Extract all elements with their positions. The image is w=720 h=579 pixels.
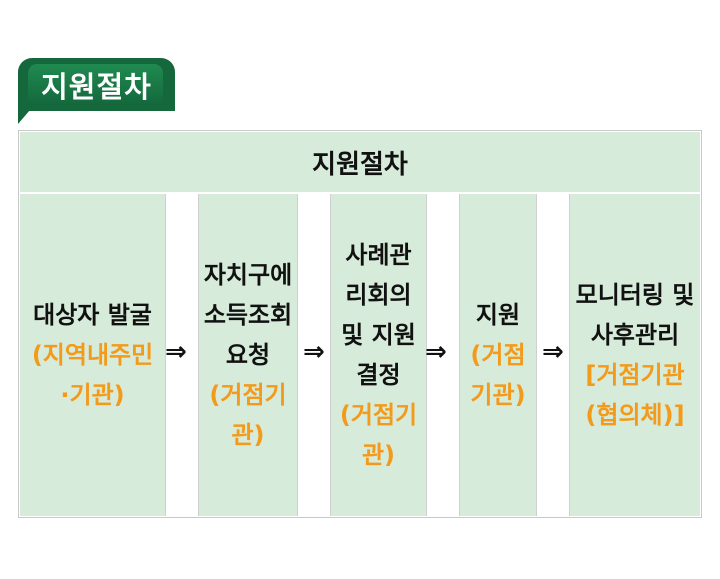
step-2-income-inquiry: 자치구에 소득조회 요청 (거점기 관) (199, 194, 297, 516)
section-tab-tail (18, 110, 30, 124)
step-1-discovery: 대상자 발굴 (지역내주민 ·기관) (20, 194, 165, 516)
step-2-line-2: 소득조회 (203, 301, 293, 329)
step-3-line-2: 리회의 (345, 281, 412, 309)
step-5-line-1: 모니터링 및 (575, 281, 695, 309)
step-5-sub-2: (협의체)] (585, 401, 685, 429)
procedure-table: 지원절차 대상자 발굴 (지역내주민 ·기관) ⇒ 자치구에 소득조회 요청 (… (18, 130, 702, 518)
step-3-line-4: 결정 (356, 361, 401, 389)
step-5-monitoring: 모니터링 및 사후관리 [거점기관 (협의체)] (570, 194, 700, 516)
step-1-line-1: 대상자 발굴 (33, 301, 152, 329)
step-1-sub-1: (지역내주민 (31, 341, 154, 369)
step-3-sub-2: 관) (361, 441, 396, 469)
arrow-3: ⇒ (425, 337, 447, 367)
section-tab-inner (28, 64, 163, 105)
step-4-support: 지원 (거점 기관) (460, 194, 536, 516)
arrow-cell-1 (165, 194, 199, 516)
section-tab: 지원절차 (18, 58, 175, 111)
arrow-cell-4 (536, 194, 570, 516)
step-3-sub-1: (거점기 (339, 401, 418, 429)
arrow-4: ⇒ (542, 337, 564, 367)
arrow-cell-2 (297, 194, 331, 516)
step-4-sub-2: 기관) (470, 381, 526, 409)
step-2-sub-1: (거점기 (209, 381, 287, 409)
arrow-1: ⇒ (165, 337, 187, 367)
step-2-line-1: 자치구에 (203, 261, 293, 289)
step-3-line-1: 사례관 (345, 241, 412, 269)
step-2-line-3: 요청 (225, 341, 271, 369)
arrow-cell-3 (426, 194, 460, 516)
step-3-line-3: 및 지원 (341, 321, 416, 349)
step-5-sub-1: [거점기관 (585, 361, 685, 389)
step-2-sub-2: 관) (231, 421, 265, 449)
step-4-line-1: 지원 (475, 301, 521, 329)
step-3-case-meeting: 사례관 리회의 및 지원 결정 (거점기 관) (331, 194, 426, 516)
procedure-table-header: 지원절차 (20, 132, 700, 192)
step-5-line-2: 사후관리 (590, 321, 680, 349)
step-1-sub-2: ·기관) (60, 381, 125, 409)
step-4-sub-1: (거점 (470, 341, 526, 369)
section-tab-label: 지원절차 (41, 69, 152, 104)
arrow-2: ⇒ (303, 337, 325, 367)
